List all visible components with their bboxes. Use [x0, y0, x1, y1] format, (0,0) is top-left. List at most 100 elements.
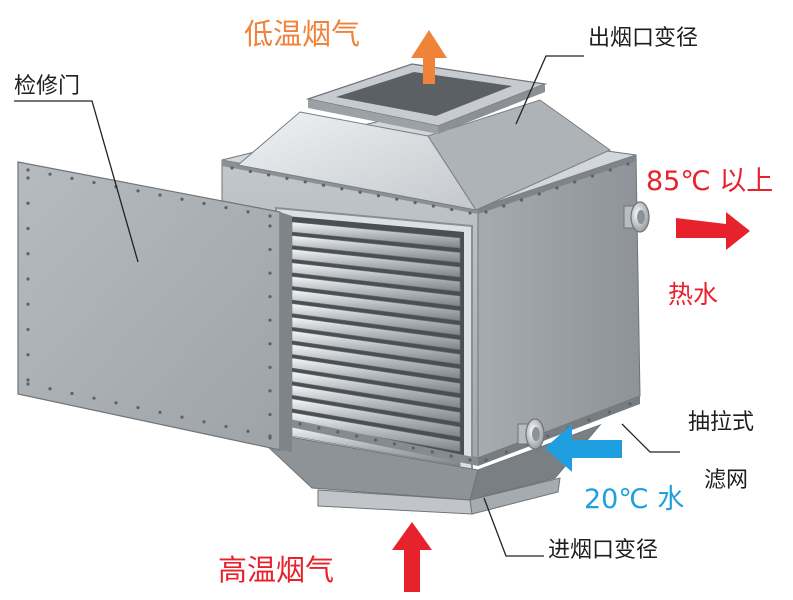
bolt: [26, 168, 30, 172]
bolt: [628, 402, 632, 406]
bolt: [607, 410, 612, 414]
drawer-filter-label-line1: 抽拉式: [688, 410, 755, 435]
bolt: [268, 318, 272, 322]
up-arrow-orange-icon: [411, 30, 447, 84]
bolt: [26, 201, 30, 205]
bolt: [114, 401, 118, 405]
bolt: [449, 454, 453, 458]
bolt: [26, 176, 30, 180]
bolt: [608, 168, 612, 172]
bolt: [336, 430, 340, 434]
bolt: [246, 210, 250, 214]
bolt: [26, 252, 30, 256]
high-temp-flue-gas-label: 高温烟气: [218, 553, 335, 587]
bolt: [267, 173, 271, 177]
leader-inlet-reducer: [483, 497, 544, 557]
bolt: [268, 365, 272, 369]
bolt: [246, 429, 250, 433]
bolt: [158, 193, 162, 197]
up-arrow-red-icon: [392, 522, 432, 592]
bolt: [202, 420, 206, 424]
bolt: [373, 438, 378, 442]
bolt: [158, 410, 162, 414]
access-door-panel: [17, 161, 281, 451]
bolt: [268, 412, 272, 417]
bolt: [268, 224, 272, 228]
bolt: [358, 190, 362, 194]
bolt: [484, 458, 488, 462]
bolt: [537, 192, 541, 196]
bolt: [626, 162, 630, 166]
bolt: [303, 180, 307, 184]
bolt: [573, 180, 577, 184]
bolt: [224, 206, 228, 210]
bolt: [431, 204, 435, 208]
bolt: [136, 189, 140, 193]
bolt: [450, 207, 454, 212]
cold-water-label: 20℃ 水: [584, 484, 685, 515]
bolt: [395, 197, 399, 201]
inlet-reducer-label: 进烟口变径: [548, 538, 659, 563]
bolt: [92, 396, 96, 400]
bolt: [26, 226, 30, 231]
bolt: [587, 418, 591, 422]
bolt: [504, 450, 509, 454]
bolt: [376, 194, 381, 198]
bolt: [430, 450, 434, 454]
bolt: [468, 211, 472, 215]
outlet-hood-right: [427, 99, 612, 211]
bolt: [48, 387, 52, 391]
bolt: [317, 426, 321, 430]
bolt: [268, 342, 272, 346]
bolt: [248, 169, 252, 174]
bolt: [468, 458, 472, 462]
hot-water-temp-label: 85℃ 以上: [646, 166, 774, 197]
bolt: [519, 198, 524, 202]
bolt: [26, 382, 30, 386]
bolt: [590, 174, 595, 178]
bolt: [26, 327, 30, 332]
bolt: [502, 204, 506, 208]
bolt: [413, 201, 417, 205]
bolt: [92, 180, 96, 185]
bolt: [340, 187, 344, 191]
bolt: [268, 214, 272, 218]
bolt: [202, 201, 206, 206]
bolt: [321, 183, 326, 187]
bolt: [224, 424, 228, 429]
bolt: [48, 172, 52, 176]
bolt: [70, 176, 74, 180]
bolt: [411, 446, 415, 450]
bolt: [70, 391, 74, 396]
bolt: [555, 186, 559, 190]
drawer-filter-label-line2: 滤网: [704, 468, 749, 493]
bolt: [26, 353, 30, 357]
access-door-label: 检修门: [14, 74, 81, 99]
right-arrow-red-icon: [676, 212, 750, 250]
hot-water-label: 热水: [668, 280, 719, 309]
bolt: [268, 247, 272, 252]
bolt: [392, 442, 397, 446]
outlet-reducer-label: 出烟口变径: [588, 26, 699, 51]
bolt: [26, 378, 30, 382]
bolt: [230, 166, 234, 170]
tube-bundle: [291, 221, 461, 467]
bolt: [268, 434, 272, 438]
bolt: [180, 415, 184, 419]
leader-drawer-filter: [621, 423, 680, 453]
left-arrow-blue-icon: [545, 424, 622, 472]
bolt: [285, 176, 289, 180]
bolt: [268, 295, 272, 299]
bolt: [298, 422, 302, 426]
bolt: [268, 271, 272, 275]
bolt: [268, 389, 272, 393]
leader-outlet-reducer: [515, 55, 584, 125]
bolt: [136, 406, 140, 410]
cold-water-port: [517, 418, 545, 450]
bolt: [546, 434, 550, 438]
bolt: [26, 302, 30, 306]
low-temp-flue-gas-label: 低温烟气: [244, 17, 361, 51]
bolt: [26, 277, 30, 281]
